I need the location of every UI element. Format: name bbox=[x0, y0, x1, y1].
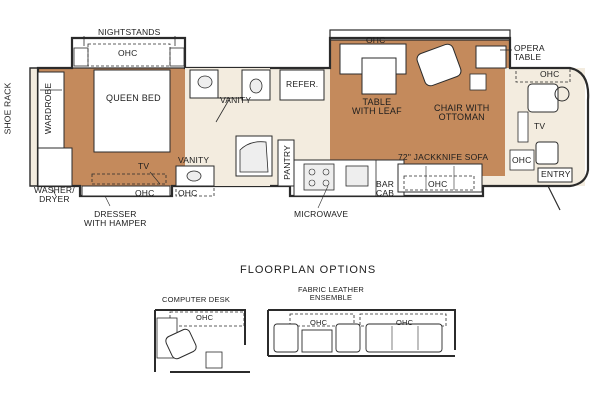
label-bar-cab: BAR CAB bbox=[376, 179, 395, 198]
label-entry: ENTRY bbox=[541, 169, 571, 179]
label-ohc-bedroom-top: OHC bbox=[118, 48, 138, 58]
fabric-leather-outline bbox=[267, 309, 456, 357]
rear-cap bbox=[29, 67, 38, 187]
bedroom-ohc-dashed bbox=[87, 43, 171, 67]
ottoman bbox=[469, 73, 487, 91]
queen-bed bbox=[93, 69, 171, 153]
label-computer-desk: COMPUTER DESK bbox=[162, 295, 231, 304]
label-ohc-front: OHC bbox=[540, 69, 560, 79]
fabric-ohc-left bbox=[289, 313, 355, 327]
label-tv-bedroom: TV bbox=[138, 161, 150, 171]
toilet bbox=[249, 78, 263, 94]
living-slide-outline bbox=[329, 29, 511, 41]
label-washer-dryer: WASHER/ DRYER bbox=[34, 185, 75, 204]
tv-bedroom-pointer bbox=[149, 171, 161, 185]
entry-step bbox=[537, 167, 573, 183]
lower-sink bbox=[186, 170, 202, 182]
label-ohc-entry: OHC bbox=[512, 155, 532, 165]
label-ohc-bedroom-bottom: OHC bbox=[135, 188, 155, 198]
label-chair-with-ottoman: CHAIR WITH OTTOMAN bbox=[434, 103, 490, 123]
fabric-sofa bbox=[365, 323, 443, 353]
fabric-table bbox=[301, 329, 333, 353]
entry-ohc bbox=[509, 149, 535, 171]
cooktop bbox=[303, 163, 335, 191]
dresser-pointer bbox=[104, 195, 111, 207]
label-refer: REFER. bbox=[286, 79, 319, 89]
passenger-seat bbox=[535, 141, 559, 165]
kitchen-sink bbox=[345, 165, 369, 187]
label-nightstands: NIGHTSTANDS bbox=[98, 27, 161, 37]
washer-dryer-box bbox=[37, 147, 73, 187]
shower-pan bbox=[239, 141, 269, 173]
label-table-with-leaf: TABLE WITH LEAF bbox=[352, 97, 402, 117]
burner-1 bbox=[308, 168, 316, 176]
computer-desk-chair bbox=[165, 328, 197, 360]
label-opera-table: OPERA TABLE bbox=[514, 43, 545, 62]
burner-2 bbox=[322, 168, 330, 176]
bath-sink bbox=[197, 75, 213, 89]
label-microwave: MICROWAVE bbox=[294, 209, 349, 219]
label-ohc-dinette: OHC bbox=[366, 35, 386, 45]
wardrobe-box bbox=[37, 71, 65, 149]
lower-vanity-ohc bbox=[175, 185, 215, 197]
burner-3 bbox=[308, 179, 316, 187]
front-ohc-dashed bbox=[515, 67, 571, 83]
computer-desk-ohc bbox=[169, 311, 245, 327]
washer-pointer bbox=[51, 187, 57, 197]
computer-desk-outline bbox=[154, 309, 250, 373]
label-fabric-ohc-right: OHC bbox=[396, 318, 414, 327]
driver-seat bbox=[527, 83, 559, 113]
label-ohc-bath: OHC bbox=[178, 188, 198, 198]
bath-door bbox=[215, 97, 231, 123]
nightstand-right bbox=[169, 47, 185, 67]
steering-wheel bbox=[554, 86, 570, 102]
sofa-ohc-dashed bbox=[403, 175, 475, 191]
label-jackknife-sofa: 72" JACKKNIFE SOFA bbox=[398, 152, 489, 162]
label-fabric-leather: FABRIC LEATHER ENSEMBLE bbox=[298, 285, 365, 302]
label-wardrobe: WARDROBE bbox=[43, 82, 54, 135]
nightstand-left bbox=[73, 47, 89, 67]
front-tv-cabinet bbox=[517, 111, 529, 143]
coach-outline bbox=[36, 36, 590, 198]
options-title: FLOORPLAN OPTIONS bbox=[240, 264, 377, 276]
label-queen-bed: QUEEN BED bbox=[106, 93, 161, 103]
opera-table bbox=[475, 45, 507, 69]
microwave-pointer bbox=[317, 185, 329, 209]
label-vanity-bottom: VANITY bbox=[178, 155, 210, 165]
label-ohc-sofa: OHC bbox=[428, 179, 448, 189]
label-pantry: PANTRY bbox=[281, 145, 292, 180]
label-tv-front: TV bbox=[534, 121, 546, 131]
computer-desk-ottoman bbox=[205, 351, 223, 369]
label-vanity-top: VANITY bbox=[220, 95, 252, 105]
burner-4 bbox=[322, 179, 330, 187]
label-shoe-rack: SHOE RACK bbox=[2, 82, 13, 135]
dresser-box bbox=[81, 185, 171, 197]
dresser-ohc-dashed bbox=[91, 173, 167, 185]
recliner-chair bbox=[416, 43, 462, 87]
label-computer-desk-ohc: OHC bbox=[196, 313, 214, 322]
fabric-chair-mid bbox=[335, 323, 361, 353]
entry-door-swing bbox=[547, 185, 561, 211]
label-fabric-ohc-left: OHC bbox=[310, 318, 328, 327]
dining-table bbox=[361, 57, 397, 95]
label-dresser: DRESSER WITH HAMPER bbox=[84, 209, 147, 228]
jackknife-sofa bbox=[397, 163, 483, 193]
fabric-chair-left bbox=[273, 323, 299, 353]
bedroom-slide-outline bbox=[71, 37, 186, 69]
refrigerator bbox=[279, 69, 325, 101]
